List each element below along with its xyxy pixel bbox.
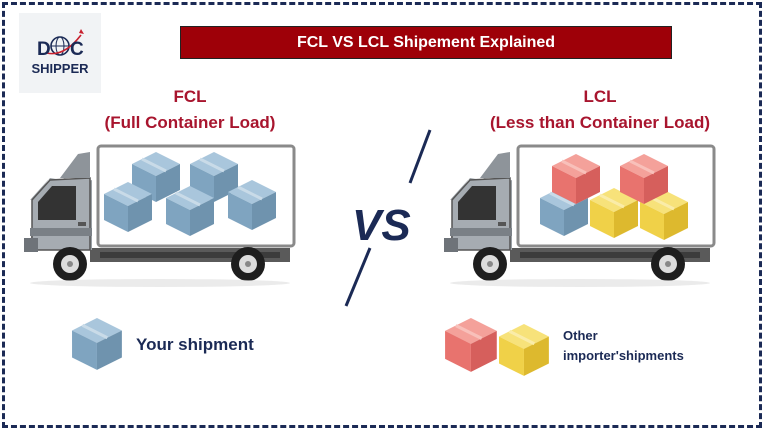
blue-box-icon [70, 318, 124, 372]
globe-icon [46, 29, 84, 56]
red-box-icon [443, 318, 499, 374]
fcl-truck [22, 144, 296, 289]
lcl-full: (Less than Container Load) [489, 113, 711, 132]
dashed-border-frame [2, 2, 762, 428]
fcl-abbr: FCL [173, 87, 207, 106]
svg-text:SHIPPER: SHIPPER [31, 61, 89, 76]
svg-text:C: C [70, 39, 84, 60]
legend-your-shipment-label: Your shipment [136, 335, 254, 354]
fcl-full: (Full Container Load) [104, 113, 276, 132]
vs-label: VS [352, 201, 411, 250]
docshipper-logo: D C SHIPPER [19, 13, 101, 93]
svg-text:D: D [37, 39, 51, 60]
page-title: FCL VS LCL Shipement Explained [180, 26, 672, 59]
yellow-box-icon [497, 324, 551, 378]
plane-icon [79, 29, 84, 34]
lcl-truck [442, 144, 716, 289]
lcl-heading: LCL (Less than Container Load) [470, 84, 730, 136]
fcl-heading: FCL (Full Container Load) [80, 84, 300, 136]
legend-your-shipment: Your shipment [70, 318, 254, 372]
lcl-abbr: LCL [583, 87, 617, 106]
legend-other-shipments-label: Other importer'shipments [563, 328, 684, 363]
vs-divider: VS [330, 128, 440, 313]
legend-other-shipments: Other importer'shipments [443, 314, 684, 378]
